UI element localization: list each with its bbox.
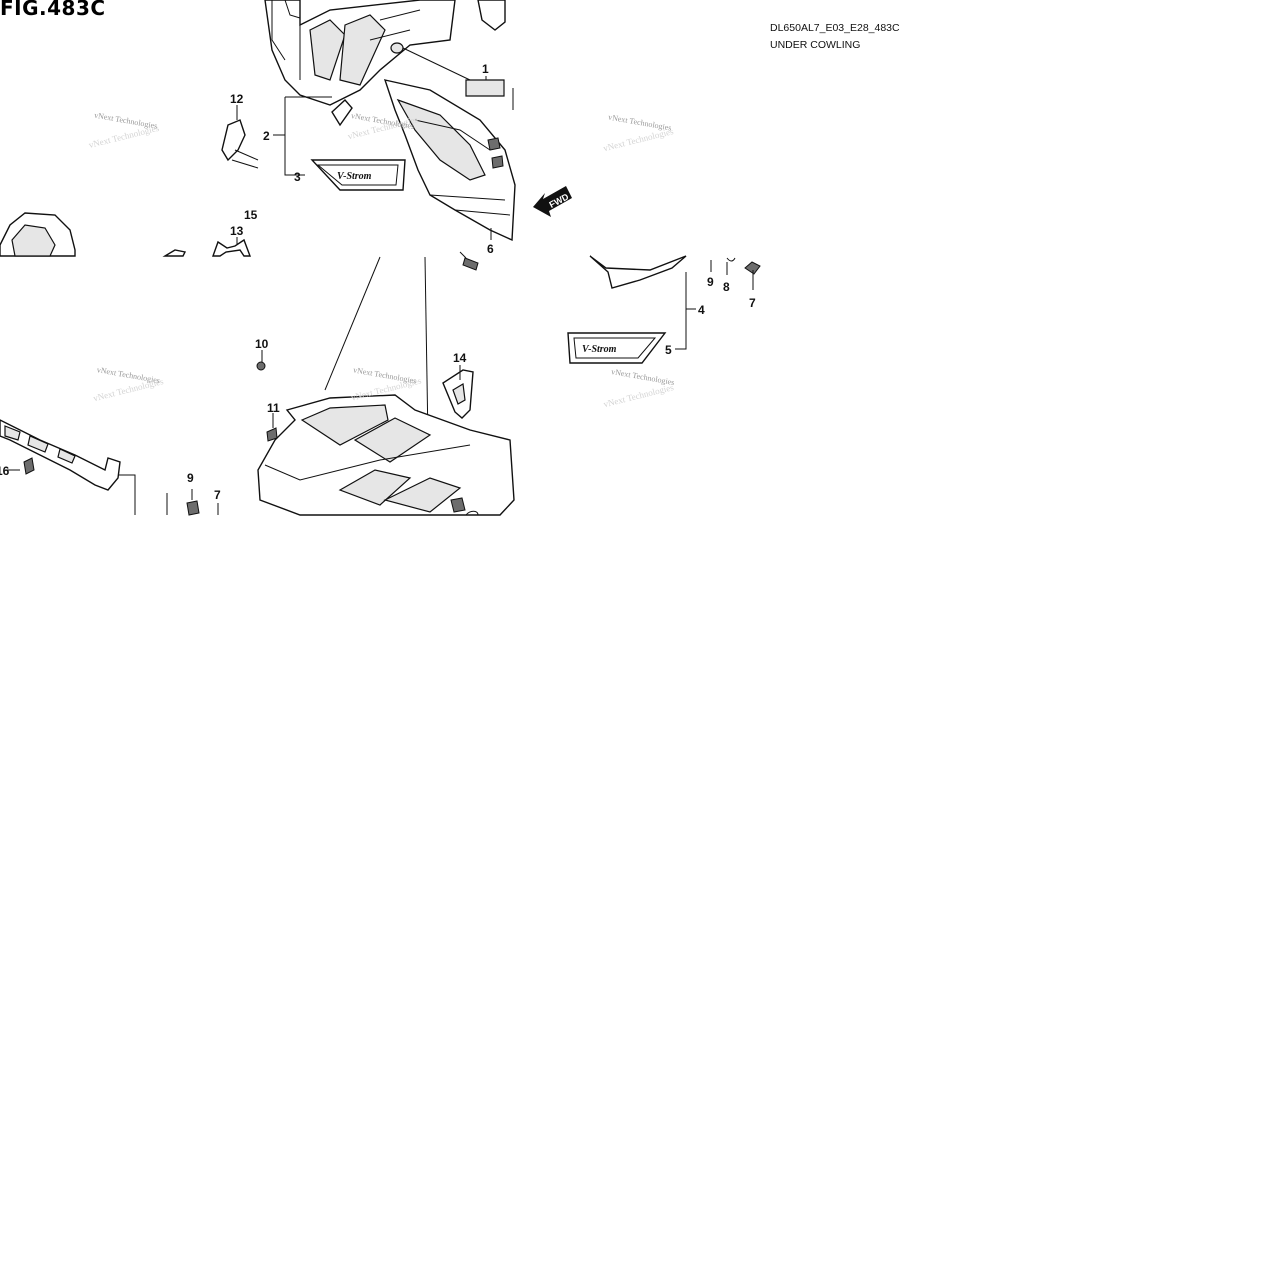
callout-3: 3	[294, 170, 301, 184]
callout-14: 14	[453, 351, 467, 365]
callout-9-left: 9	[187, 471, 194, 485]
callout-11: 11	[267, 401, 280, 415]
watermark-4: vNext Technologies	[96, 365, 161, 385]
upper-right-bracket	[477, 0, 506, 31]
figure-label: FIG.483C	[0, 0, 106, 20]
emblem-right: V-Strom	[310, 159, 406, 191]
emblem-left-text: V-Strom	[582, 344, 617, 355]
callout-12: 12	[230, 92, 244, 106]
bracket-14	[442, 369, 474, 419]
grommet-9-bottom	[166, 489, 200, 516]
watermark-shadow-5: vNext Technologies	[602, 382, 675, 409]
callout-1: 1	[482, 62, 489, 76]
bracket-12	[221, 119, 259, 169]
callout-5: 5	[665, 343, 672, 357]
right-under-cowling	[264, 0, 471, 127]
lower-frame-stay	[0, 419, 136, 515]
watermark-6: vNext Technologies	[353, 365, 418, 385]
diagram-code: DL650AL7_E03_E28_483C	[770, 22, 900, 34]
left-front-cover-piece	[0, 212, 187, 257]
callout-16: 16	[0, 464, 10, 478]
callout-15: 15	[244, 208, 258, 222]
grommet-9-top	[726, 257, 736, 262]
callout-6: 6	[487, 242, 494, 256]
screw-11	[266, 427, 278, 442]
tape-pad	[465, 79, 505, 97]
watermark-2: vNext Technologies	[608, 113, 673, 133]
watermark-5: vNext Technologies	[611, 367, 676, 387]
callout-4: 4	[698, 303, 705, 317]
watermark-1: vNext Technologies	[93, 111, 158, 131]
emblem-left: V-Strom	[567, 332, 667, 364]
leader-lines	[5, 76, 712, 515]
callout-9-right: 9	[707, 275, 714, 289]
callout-8: 8	[723, 280, 730, 294]
inner-cover	[383, 79, 516, 242]
nut-10	[256, 361, 266, 371]
watermarks: vNext Technologies vNext Technologies vN…	[88, 111, 675, 410]
emblem-right-text: V-Strom	[337, 171, 372, 182]
diagram-name: UNDER COWLING	[770, 39, 861, 51]
lower-cowl-assembly	[257, 256, 515, 516]
screw-6	[459, 251, 479, 271]
left-under-cowling	[589, 255, 687, 289]
callout-numbers: 1 2 3 4 5 6 7 7 8 9 9 10 11 12 13 14 15 …	[0, 62, 756, 502]
bolt-16	[23, 457, 35, 475]
callout-2: 2	[263, 129, 270, 143]
forward-direction-arrow: FWD	[533, 186, 572, 217]
callout-7-left: 7	[214, 488, 221, 502]
callout-10: 10	[255, 337, 269, 351]
clip-13	[212, 238, 252, 257]
callout-7-right: 7	[749, 296, 756, 310]
screw-7-right	[744, 261, 761, 290]
callout-13: 13	[230, 224, 244, 238]
